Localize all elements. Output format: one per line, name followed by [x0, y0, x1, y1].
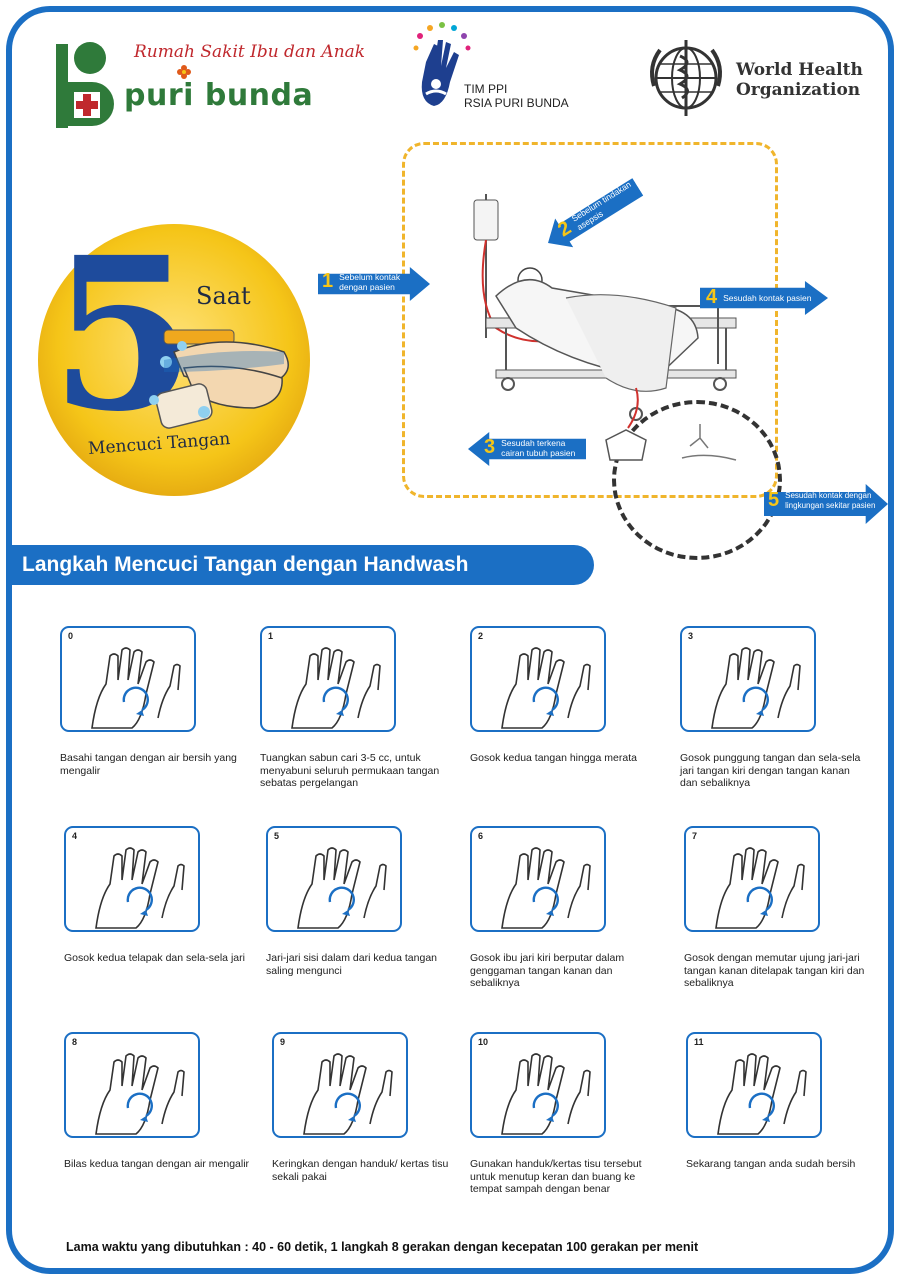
hand-wash-illustration-icon	[501, 847, 591, 929]
hand-wash-illustration-icon	[95, 847, 185, 929]
moment-4: 4 Sesudah kontak pasien	[706, 286, 812, 309]
step-number: 4	[72, 831, 78, 841]
hand-wash-illustration-icon	[91, 647, 181, 729]
hand-wash-illustration-icon	[297, 847, 387, 929]
moment-3-line2: cairan tubuh pasien	[501, 447, 576, 458]
step-number: 1	[268, 631, 274, 641]
step-caption: Jari-jari sisi dalam dari kedua tangan s…	[266, 952, 437, 977]
step-number: 7	[692, 831, 698, 841]
step-caption: Gunakan handuk/kertas tisu tersebut untu…	[470, 1158, 642, 1195]
moment-4-num: 4	[706, 286, 718, 308]
step-caption: Gosok dengan memutar ujung jari-jari tan…	[684, 952, 865, 989]
step-number: 8	[72, 1037, 78, 1047]
step-number: 3	[688, 631, 694, 641]
step-image-box: 3	[680, 626, 816, 732]
hand-wash-illustration-icon	[711, 647, 801, 729]
step-number: 10	[478, 1037, 489, 1047]
moment-1-line2: dengan pasien	[339, 281, 395, 292]
step-image-box: 7	[684, 826, 820, 932]
moment-3-num: 3	[484, 436, 496, 458]
moment-3-line1: Sesudah terkena	[501, 437, 566, 448]
step-caption: Bilas kedua tangan dengan air mengalir	[64, 1158, 250, 1170]
hand-wash-illustration-icon	[303, 1053, 393, 1135]
hand-wash-illustration-icon	[501, 647, 591, 729]
hand-logo-icon	[413, 22, 471, 106]
patient-bed-illustration	[473, 194, 737, 461]
hospital-logo: Rumah Sakit Ibu dan Anak puri bunda	[52, 36, 365, 132]
step-caption: Gosok ibu jari kiri berputar dalam gengg…	[470, 952, 625, 989]
patient-zone-box	[402, 142, 778, 498]
hand-wash-illustration-icon	[717, 1053, 807, 1135]
step-image-box: 2	[470, 626, 606, 732]
who-line2: Organization	[736, 80, 861, 100]
hand-wash-illustration-icon	[95, 1053, 185, 1135]
moment-5-num: 5	[768, 489, 780, 511]
step-image-box: 1	[260, 626, 396, 732]
who-emblem-icon	[650, 40, 722, 116]
duration-note: Lama waktu yang dibutuhkan : 40 - 60 det…	[66, 1240, 699, 1254]
hand-wash-illustration-icon	[291, 647, 381, 729]
step-caption: Sekarang tangan anda sudah bersih	[686, 1158, 856, 1170]
step-image-box: 0	[60, 626, 196, 732]
step-image-box: 8	[64, 1032, 200, 1138]
moment-5-line1: Sesudah kontak dengan	[785, 491, 872, 500]
moment-4-line1: Sesudah kontak pasien	[723, 292, 812, 303]
step-image-box: 9	[272, 1032, 408, 1138]
who-line1: World Health	[736, 60, 863, 80]
hand-wash-illustration-icon	[715, 847, 805, 929]
ppi-line2: RSIA PURI BUNDA	[464, 96, 569, 110]
ppi-line1: TIM PPI	[464, 82, 508, 96]
step-number: 11	[694, 1037, 704, 1047]
step-image-box: 5	[266, 826, 402, 932]
step-caption: Gosok kedua telapak dan sela-sela jari	[64, 952, 245, 964]
step-image-box: 11	[686, 1032, 822, 1138]
step-number: 9	[280, 1037, 286, 1047]
hospital-name: puri bunda	[124, 78, 314, 113]
moment-1-line1: Sebelum kontak	[339, 271, 401, 282]
hand-wash-illustration-icon	[501, 1053, 591, 1135]
step-number: 6	[478, 831, 484, 841]
step-caption: Gosok kedua tangan hingga merata	[470, 752, 637, 764]
environment-zone-circle	[612, 400, 782, 560]
step-caption: Tuangkan sabun cari 3-5 cc, untuk menyab…	[260, 752, 440, 789]
step-number: 5	[274, 831, 280, 841]
five-moments-badge: 5	[34, 212, 314, 500]
flower-icon	[177, 65, 191, 79]
section-title: Langkah Mencuci Tangan dengan Handwash	[22, 553, 469, 576]
badge-word-saat: Saat	[196, 282, 251, 310]
hospital-emblem-icon	[56, 42, 114, 128]
hospital-tagline: Rumah Sakit Ibu dan Anak	[134, 42, 366, 62]
step-image-box: 6	[470, 826, 606, 932]
section-header-bar	[12, 545, 594, 585]
step-caption: Gosok punggung tangan dan sela-sela jari…	[680, 752, 861, 789]
who-logo: World Health Organization	[644, 36, 874, 120]
page-border	[6, 6, 894, 1274]
moment-1-num: 1	[322, 270, 334, 292]
step-number: 0	[68, 631, 74, 641]
step-caption: Keringkan dengan handuk/ kertas tisu sek…	[272, 1158, 449, 1183]
step-number: 2	[478, 631, 484, 641]
step-image-box: 4	[64, 826, 200, 932]
step-image-box: 10	[470, 1032, 606, 1138]
step-caption: Basahi tangan dengan air bersih yang men…	[60, 752, 237, 777]
ppi-logo: TIM PPI RSIA PURI BUNDA	[412, 22, 572, 126]
moment-5-line2: lingkungan sekitar pasien	[785, 500, 876, 510]
